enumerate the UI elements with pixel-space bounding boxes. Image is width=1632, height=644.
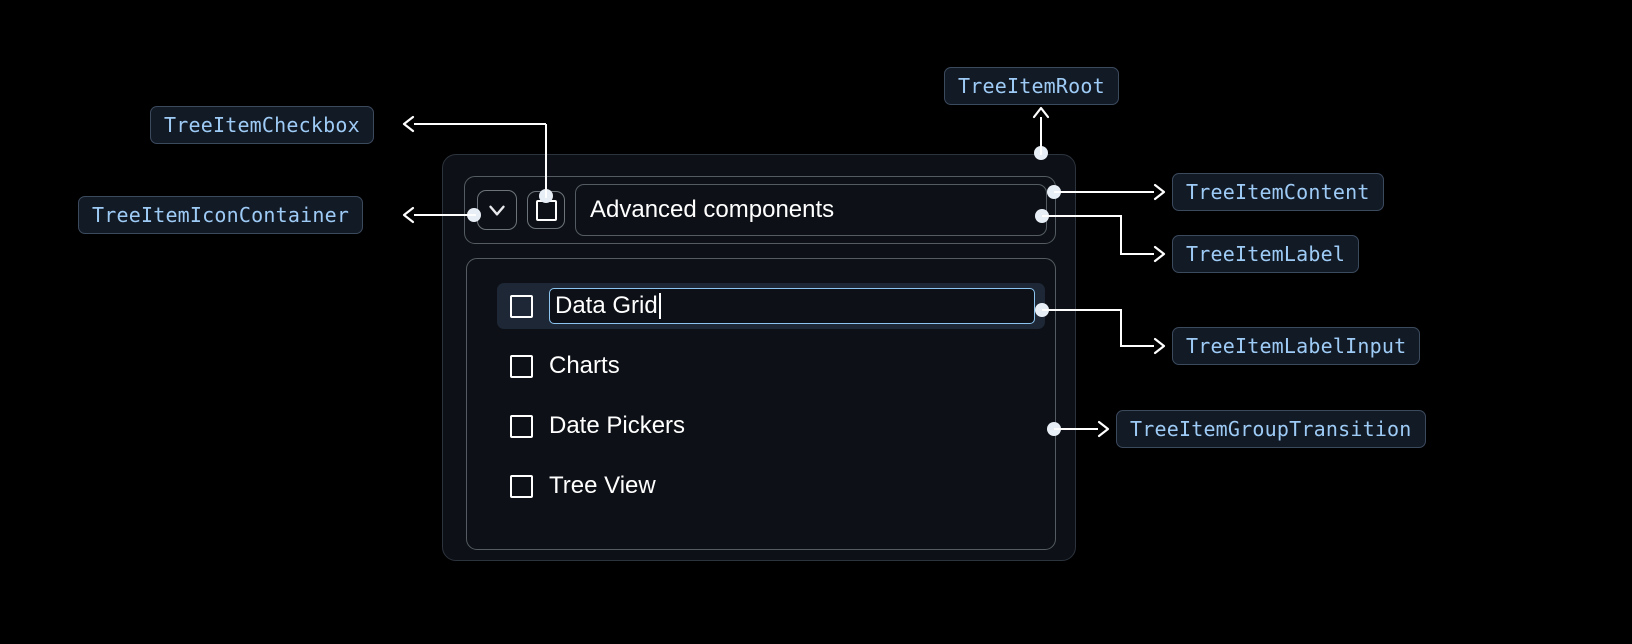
tree-item-content[interactable]: Advanced components [464, 176, 1056, 244]
tree-child-row-tree-view[interactable]: Tree View [497, 463, 1045, 509]
tree-child-row-date-pickers[interactable]: Date Pickers [497, 403, 1045, 449]
arrow-head-label [1150, 245, 1166, 263]
annotation-tree-item-root: TreeItemRoot [944, 67, 1119, 105]
arrow-head-label-input [1150, 337, 1166, 355]
tree-item-label[interactable]: Advanced components [575, 184, 1047, 236]
connector-label-input-horizontal-2 [1120, 345, 1154, 347]
tree-item-group-transition: Data Grid Charts Date Pickers Tree View [466, 258, 1056, 550]
tree-item-label-child: Charts [549, 352, 620, 379]
arrow-head-group-transition [1094, 420, 1110, 438]
tree-item-label-text: Advanced components [590, 196, 835, 223]
tree-child-row-data-grid[interactable]: Data Grid [497, 283, 1045, 329]
tree-item-root[interactable]: Advanced components Data Grid Charts Dat… [442, 154, 1076, 561]
tree-item-label-child: Tree View [549, 472, 656, 499]
tree-child-row-charts[interactable]: Charts [497, 343, 1045, 389]
connector-group-transition-horizontal [1054, 428, 1098, 430]
tree-item-icon-container[interactable] [477, 190, 517, 230]
tree-item-checkbox-child[interactable] [510, 474, 533, 498]
connector-label-horizontal-2 [1120, 253, 1154, 255]
tree-item-checkbox-child[interactable] [510, 414, 533, 438]
connector-label-vertical [1120, 215, 1122, 255]
annotation-tree-item-group-transition: TreeItemGroupTransition [1116, 410, 1426, 448]
connector-label-input-vertical [1120, 309, 1122, 347]
connector-root-vertical [1040, 117, 1042, 155]
connector-checkbox-vertical [545, 124, 547, 198]
arrow-head-root [1032, 106, 1050, 124]
arrow-head-icon-container [402, 206, 418, 224]
chevron-down-icon [484, 197, 510, 223]
annotation-tree-item-content: TreeItemContent [1172, 173, 1384, 211]
annotation-tree-item-label: TreeItemLabel [1172, 235, 1360, 273]
connector-icon-container-horizontal [414, 214, 476, 216]
tree-item-label-input[interactable]: Data Grid [549, 288, 1035, 324]
connector-content-horizontal [1054, 191, 1154, 193]
arrow-head-content [1150, 183, 1166, 201]
label-input-value: Data Grid [555, 292, 658, 319]
tree-item-checkbox-child[interactable] [510, 354, 533, 378]
annotation-tree-item-label-input: TreeItemLabelInput [1172, 327, 1421, 365]
annotation-tree-item-checkbox: TreeItemCheckbox [150, 106, 374, 144]
tree-item-label-child: Date Pickers [549, 412, 686, 439]
arrow-head-checkbox [402, 115, 418, 133]
annotation-tree-item-icon-container: TreeItemIconContainer [78, 196, 364, 234]
text-caret [658, 293, 661, 319]
connector-checkbox-horizontal [414, 123, 546, 125]
connector-label-horizontal-1 [1042, 215, 1122, 217]
tree-item-checkbox-child[interactable] [510, 294, 533, 318]
connector-label-input-horizontal-1 [1042, 309, 1122, 311]
